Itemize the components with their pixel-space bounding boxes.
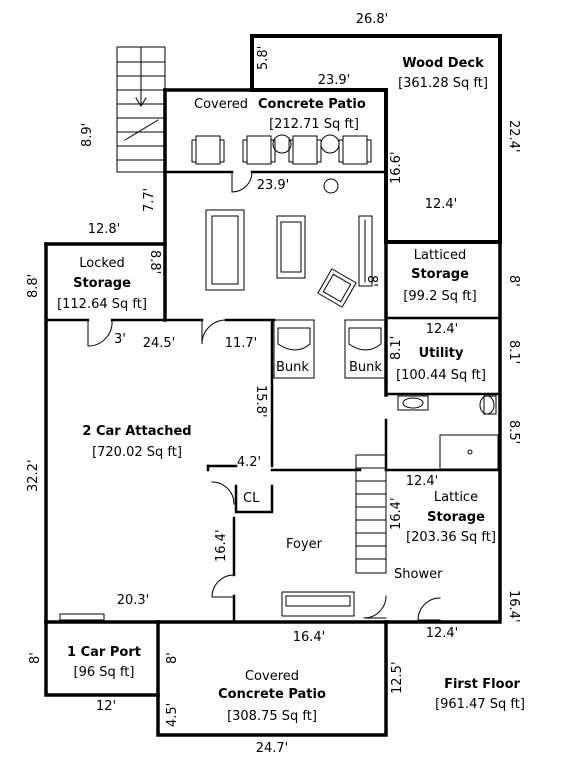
garage-name: 2 Car Attached [82,424,192,439]
lattice-storage-line2: Storage [427,510,485,525]
dim-patio2-left-bottom: 4.5' [165,702,180,727]
first-floor-area: [961.47 Sq ft] [435,697,525,712]
first-floor-name: First Floor [444,677,520,692]
dim-stair-side: 8.9' [80,122,95,147]
covered-patio-bottom-line2: Concrete Patio [218,687,326,702]
interior-walls [44,170,502,624]
locked-storage-area: [112.64 Sq ft] [57,297,147,312]
closet-label: CL [243,491,260,506]
utility-area: [100.44 Sq ft] [396,368,486,383]
dim-patio2-right: 12.5' [390,661,405,694]
bunk-left-label: Bunk [276,360,309,375]
dim-entry-bottom: 16.4' [292,630,326,645]
utility-name: Utility [418,346,464,361]
covered-patio-bottom-line1: Covered [244,669,300,684]
covered-patio-top-name: Concrete Patio [258,97,366,112]
dim-foyer-left: 16.4' [214,529,229,562]
dim-deck-side: 16.6' [389,151,404,184]
wood-deck-name: Wood Deck [402,56,484,71]
wood-deck-area: [361.28 Sq ft] [398,76,488,91]
dim-closet-top: 4.2' [236,455,262,470]
latticed-storage-area: [99.2 Sq ft] [403,289,477,304]
dim-patio-bottom: 23.9' [256,178,290,193]
dim-patio2-left-top: 8' [165,652,180,664]
carport-name: 1 Car Port [67,645,141,660]
dim-deck-right: 22.4' [506,120,521,153]
latticed-storage-line1: Latticed [413,248,467,263]
lattice-storage-area: [203.36 Sq ft] [406,530,496,545]
dim-shower-right: 16.4' [506,590,521,623]
exterior-stairs [116,46,166,173]
dim-garage-top: 24.5' [142,336,176,351]
dim-garage-top-small: 3' [114,332,126,347]
locked-storage-line2: Storage [73,276,131,291]
covered-patio-bottom-area: [308.75 Sq ft] [227,709,317,724]
dim-storage-top: 12.8' [87,222,121,237]
dim-bunk-height: 8' [364,275,379,287]
dim-storage-right: 8.8' [147,250,162,275]
dim-lattice-left: 16.4' [389,497,404,530]
dim-utility-left: 8.1' [389,335,404,360]
dim-carport-bottom: 12' [95,699,117,714]
covered-patio-top-area: [212.71 Sq ft] [269,117,359,132]
shower-label: Shower [394,567,443,582]
dim-lattice-top: 12.4' [405,474,439,489]
dim-garage-inner: 15.8' [253,385,268,418]
dim-patio-left: 7.7' [142,187,157,212]
furniture [191,134,499,617]
carport-area: [96 Sq ft] [73,665,135,680]
dim-carport-left: 8' [28,652,43,664]
dim-utility-top: 12.4' [425,322,459,337]
interior-staircase [355,454,387,574]
dim-bath-right: 8.5' [506,420,521,445]
dim-hall-top: 11.7' [224,336,258,351]
dim-deck-inner: 23.9' [317,73,351,88]
latticed-storage-line2: Storage [411,267,469,282]
dim-storage-left: 8.8' [26,273,41,298]
dim-deck-top: 26.8' [355,12,389,27]
dim-deck-left: 5.8' [256,45,271,70]
garage-area: [720.02 Sq ft] [92,445,182,460]
doors [59,171,441,621]
dim-lattice-right: 8' [506,275,521,287]
dim-garage-bottom: 20.3' [116,593,150,608]
dim-deck-bottom: 12.4' [424,197,458,212]
bunk-right-label: Bunk [349,360,382,375]
dim-garage-left: 32.2' [26,459,41,492]
dim-lattice-bottom: 12.4' [425,626,459,641]
locked-storage-line1: Locked [79,256,125,271]
covered-patio-top-prefix: Covered [194,97,249,112]
foyer-label: Foyer [285,537,323,552]
dim-utility-right: 8.1' [506,340,521,365]
dim-patio2-bottom: 24.7' [255,741,289,756]
lattice-storage-line1: Lattice [433,490,479,505]
